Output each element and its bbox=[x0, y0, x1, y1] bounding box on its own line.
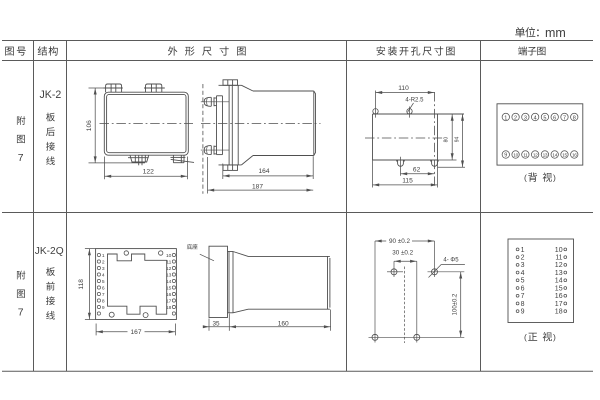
svg-text:8: 8 bbox=[521, 301, 525, 308]
svg-text:12: 12 bbox=[533, 153, 538, 159]
svg-text:8: 8 bbox=[573, 115, 576, 121]
svg-text:9: 9 bbox=[504, 153, 507, 159]
svg-text:5: 5 bbox=[521, 278, 525, 285]
svg-text:2: 2 bbox=[514, 115, 517, 121]
svg-text:4: 4 bbox=[534, 115, 537, 121]
svg-text:3: 3 bbox=[521, 262, 525, 269]
svg-text:11: 11 bbox=[523, 153, 528, 159]
svg-text:4- Φ5: 4- Φ5 bbox=[443, 258, 459, 264]
svg-text:15: 15 bbox=[562, 153, 567, 159]
svg-text:115: 115 bbox=[402, 177, 413, 184]
svg-text:17: 17 bbox=[555, 301, 563, 308]
svg-text:167: 167 bbox=[130, 329, 141, 336]
svg-text:30 ±0.2: 30 ±0.2 bbox=[392, 249, 413, 256]
svg-text:15: 15 bbox=[555, 285, 563, 292]
svg-text:118: 118 bbox=[78, 279, 85, 290]
svg-text:3: 3 bbox=[524, 115, 527, 121]
svg-text:4-R2.5: 4-R2.5 bbox=[405, 97, 424, 103]
svg-text:(: ( bbox=[524, 172, 527, 182]
svg-text:(: ( bbox=[524, 332, 527, 342]
svg-text:12: 12 bbox=[555, 262, 563, 269]
svg-text:5: 5 bbox=[543, 115, 546, 121]
svg-text:3: 3 bbox=[102, 266, 105, 272]
svg-text:10: 10 bbox=[166, 253, 172, 259]
svg-text:18: 18 bbox=[166, 305, 172, 311]
svg-text:13: 13 bbox=[166, 272, 172, 278]
svg-text:187: 187 bbox=[252, 184, 263, 191]
svg-text:94: 94 bbox=[455, 137, 461, 143]
svg-text:16: 16 bbox=[572, 153, 577, 159]
svg-text:106: 106 bbox=[86, 120, 93, 131]
svg-text:2: 2 bbox=[102, 259, 105, 265]
svg-text:100±0.2: 100±0.2 bbox=[453, 293, 459, 315]
svg-text:35: 35 bbox=[212, 321, 220, 328]
svg-text:4: 4 bbox=[521, 270, 525, 277]
svg-text:11: 11 bbox=[166, 259, 171, 265]
svg-text:14: 14 bbox=[166, 279, 172, 285]
svg-text:4: 4 bbox=[102, 272, 105, 278]
svg-text:6: 6 bbox=[102, 285, 105, 291]
svg-text:): ) bbox=[553, 332, 556, 342]
svg-text:JK-2: JK-2 bbox=[40, 89, 62, 101]
svg-text:mm: mm bbox=[545, 26, 566, 40]
svg-text:16: 16 bbox=[166, 292, 172, 298]
svg-text:13: 13 bbox=[555, 270, 563, 277]
svg-text:2: 2 bbox=[521, 255, 525, 262]
svg-text:18: 18 bbox=[555, 309, 563, 316]
svg-text:9: 9 bbox=[521, 309, 525, 316]
svg-text:7: 7 bbox=[521, 293, 525, 300]
svg-text:7: 7 bbox=[563, 115, 566, 121]
svg-text:62: 62 bbox=[413, 167, 421, 174]
svg-text:12: 12 bbox=[166, 266, 172, 272]
svg-text:16: 16 bbox=[555, 293, 563, 300]
svg-text:8: 8 bbox=[102, 298, 105, 304]
svg-text:1: 1 bbox=[521, 247, 525, 254]
svg-text:JK-2Q: JK-2Q bbox=[35, 246, 64, 257]
svg-text:90 ±0.2: 90 ±0.2 bbox=[389, 238, 410, 245]
svg-text:10: 10 bbox=[513, 153, 518, 159]
svg-text:6: 6 bbox=[553, 115, 556, 121]
svg-text:14: 14 bbox=[552, 153, 557, 159]
svg-text:1: 1 bbox=[504, 115, 507, 121]
svg-text:1: 1 bbox=[102, 253, 105, 259]
svg-text:122: 122 bbox=[143, 168, 155, 175]
svg-text:6: 6 bbox=[521, 285, 525, 292]
svg-text:15: 15 bbox=[166, 285, 172, 291]
svg-text:17: 17 bbox=[166, 298, 172, 304]
svg-text:80: 80 bbox=[444, 137, 450, 143]
svg-text:7: 7 bbox=[18, 153, 24, 164]
svg-text:7: 7 bbox=[102, 292, 105, 298]
svg-text:14: 14 bbox=[555, 278, 563, 285]
svg-text:7: 7 bbox=[18, 308, 24, 319]
svg-text:10: 10 bbox=[555, 247, 563, 254]
svg-text:): ) bbox=[553, 172, 556, 182]
svg-text:160: 160 bbox=[278, 320, 289, 327]
svg-text:5: 5 bbox=[102, 279, 105, 285]
svg-text:164: 164 bbox=[258, 168, 269, 175]
svg-text:110: 110 bbox=[398, 85, 409, 92]
svg-text:11: 11 bbox=[555, 255, 562, 262]
svg-text:9: 9 bbox=[102, 305, 105, 311]
svg-text:13: 13 bbox=[543, 153, 548, 159]
